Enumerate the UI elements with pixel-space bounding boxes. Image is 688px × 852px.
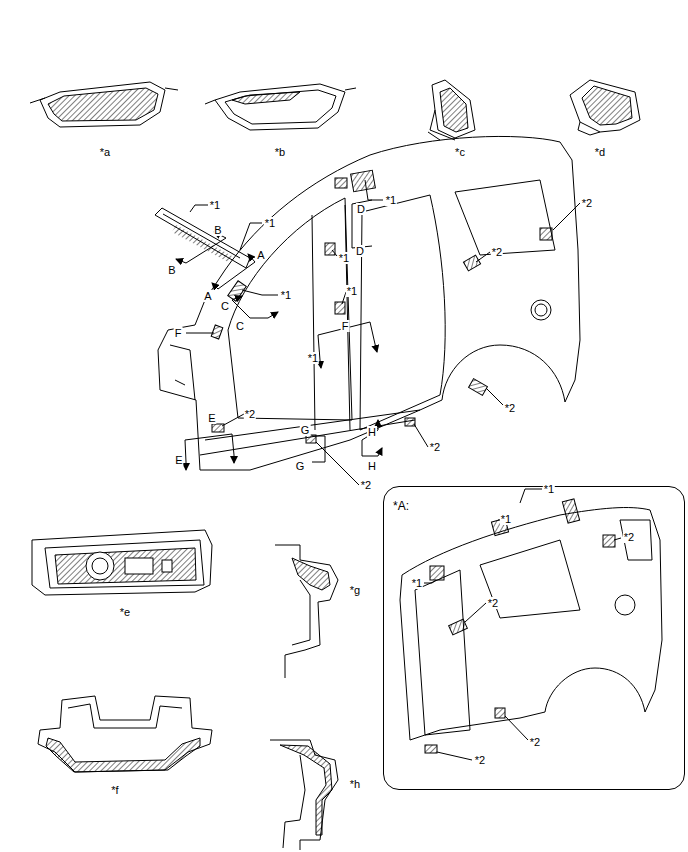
section-letter: C [220,300,230,312]
section-letter: F [341,320,350,332]
callout-number: *2 [529,736,541,748]
callout-number: *2 [504,402,516,414]
callout-number: *2 [429,441,441,453]
callout-number: *2 [491,246,503,258]
callout-number: *d [594,146,606,158]
callout-number: *b [274,146,286,158]
callout-number: *1 [385,194,397,206]
section-letter: E [174,454,183,466]
section-letter: D [356,203,366,215]
callout-number: *1 [307,352,319,364]
callout-number: *1 [209,199,221,211]
callout-number: *2 [244,408,256,420]
section-letter: B [167,264,176,276]
callout-number: *2 [487,597,499,609]
callout-number: *a [99,146,111,158]
callout-number: *h [349,778,361,790]
callout-number: *1 [543,483,555,495]
callout-number: *1 [280,289,292,301]
section-letter: H [367,426,377,438]
callout-number: *1 [346,285,358,297]
callout-number: *1 [264,217,276,229]
callout-number: *g [349,584,361,596]
callout-number: *2 [581,197,593,209]
callout-number: *2 [623,531,635,543]
callout-number: *e [119,606,131,618]
section-letter: A [203,290,212,302]
section-letter: G [300,424,311,436]
section-letter: F [174,327,183,339]
callout-number: *2 [474,754,486,766]
section-letter: E [207,412,216,424]
inset-heading: *A: [393,499,409,513]
section-letter: A [256,249,265,261]
section-letter: C [235,320,245,332]
callout-number: *2 [360,479,372,491]
section-letter: H [367,460,377,472]
callout-number: *f [110,784,119,796]
section-letter: G [295,460,306,472]
callout-number: *c [454,146,466,158]
callout-number: *1 [338,252,350,264]
section-letter: D [355,245,365,257]
callout-number: *1 [411,577,423,589]
callout-number: *1 [500,513,512,525]
section-letter: B [213,224,222,236]
